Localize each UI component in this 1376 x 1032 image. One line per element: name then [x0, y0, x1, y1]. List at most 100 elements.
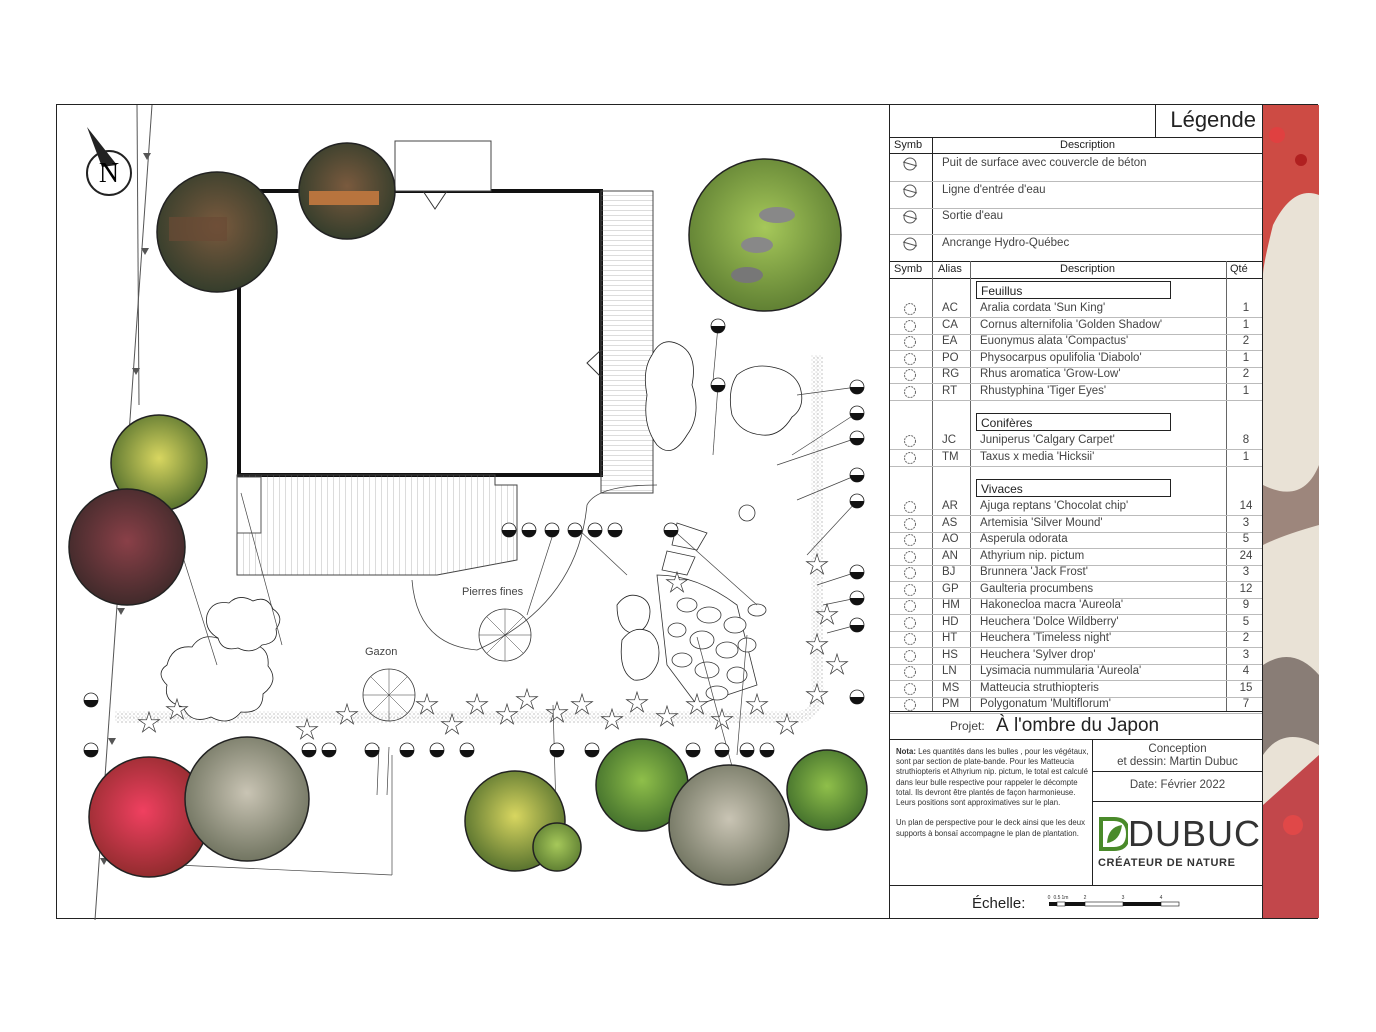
plant-alias: HD — [942, 615, 959, 628]
quantity-bubble-fill — [850, 387, 864, 394]
scale-label: Échelle: — [972, 895, 1026, 912]
header-alias: Alias — [938, 263, 962, 275]
infra-label: Sortie d'eau — [942, 210, 1004, 222]
quantity-bubble-fill — [302, 750, 316, 757]
category-vivaces: Vivaces — [976, 479, 1171, 497]
perennial-star-icon — [495, 702, 519, 725]
quantity-bubble-fill — [850, 697, 864, 704]
quantity-bubble-fill — [850, 475, 864, 482]
plant-name: Polygonatum 'Multiflorum' — [980, 698, 1111, 710]
plan-sheet: N — [56, 104, 1319, 920]
plant-name: Ajuga reptans 'Chocolat chip' — [980, 500, 1129, 512]
quantity-bubble-fill — [850, 598, 864, 605]
plant-alias: JC — [942, 434, 957, 446]
plant-symbol-icon — [902, 302, 918, 319]
category-feuillus: Feuillus — [976, 281, 1171, 299]
scale-tick: 4 — [1160, 895, 1163, 901]
plant-qty: 1 — [1242, 450, 1250, 463]
shrubs — [160, 341, 803, 722]
photo-grass — [532, 822, 582, 872]
plant-alias: AO — [942, 533, 959, 545]
plant-alias: AN — [942, 549, 958, 562]
plant-name: Hakonecloa macra 'Aureola' — [980, 599, 1124, 611]
manhole-icon — [900, 157, 920, 171]
project-label: Projet: — [950, 719, 985, 733]
project-date: Date: Février 2022 — [1129, 779, 1226, 791]
perennial-star-icon — [295, 717, 319, 740]
quantity-bubble-fill — [850, 572, 864, 579]
perennial-star-icon — [625, 690, 649, 713]
plant-qty: 3 — [1242, 648, 1250, 661]
plant-name: Asperula odorata — [980, 533, 1068, 545]
plant-qty: 14 — [1239, 500, 1253, 512]
plant-alias: LN — [942, 665, 957, 677]
plant-name: Juniperus 'Calgary Carpet' — [980, 434, 1115, 446]
anchor-icon — [900, 237, 920, 251]
quantity-bubble-fill — [550, 750, 564, 757]
east-stairs — [600, 190, 654, 494]
photo-flagstone — [668, 764, 790, 886]
plant-symbol-icon — [902, 517, 918, 534]
plant-qty: 2 — [1242, 335, 1250, 347]
infra-label: Ancrange Hydro-Québec — [942, 237, 1070, 249]
perennial-star-icon — [805, 632, 829, 655]
plant-symbol-icon — [902, 368, 918, 385]
plant-name: Euonymus alata 'Compactus' — [980, 335, 1129, 347]
plant-name: Athyrium nip. pictum — [980, 549, 1085, 562]
quantity-bubble-fill — [430, 750, 444, 757]
plant-name: Rhustyphina 'Tiger Eyes' — [980, 384, 1107, 397]
plant-qty: 3 — [1242, 516, 1250, 529]
plant-qty: 5 — [1242, 533, 1250, 545]
plant-alias: PO — [942, 351, 959, 364]
plant-qty: 7 — [1242, 698, 1250, 710]
plant-name: Matteucia struthiopteris — [980, 681, 1099, 694]
water-line-icon — [900, 184, 920, 198]
perennial-star-icon — [545, 700, 569, 723]
scale-tick: 3 — [1122, 895, 1125, 901]
plant-symbol-icon — [902, 352, 918, 369]
water-outlet-icon — [900, 210, 920, 224]
perennial-star-icon — [710, 707, 734, 730]
plant-name: Brunnera 'Jack Frost' — [980, 566, 1088, 578]
brand-tagline: CRÉATEUR DE NATURE — [1098, 857, 1236, 869]
plant-symbol-icon — [902, 649, 918, 666]
header-plant-description: Description — [1060, 263, 1116, 275]
plant-qty: 9 — [1242, 599, 1250, 611]
quantity-bubble-fill — [608, 530, 622, 537]
plant-symbol-icon — [902, 319, 918, 336]
stone-path — [656, 574, 767, 706]
brand-name: DUBUC — [1128, 813, 1262, 854]
plant-alias: AC — [942, 302, 958, 314]
plant-alias: AS — [942, 516, 958, 529]
plant-alias: MS — [942, 681, 960, 694]
plant-symbol-icon — [902, 632, 918, 649]
perennial-star-icon — [465, 692, 489, 715]
perennial-star-icon — [165, 697, 189, 720]
plant-name: Heuchera 'Sylver drop' — [980, 648, 1096, 661]
infra-label: Puit de surface avec couvercle de béton — [942, 157, 1147, 169]
photo-dry-creek — [184, 736, 310, 862]
perennial-star-icon — [600, 707, 624, 730]
plant-symbol-icon — [902, 451, 918, 468]
tree-symbols — [362, 608, 532, 722]
plant-name: Cornus alternifolia 'Golden Shadow' — [980, 318, 1163, 331]
quantity-bubble-fill — [760, 750, 774, 757]
plant-symbol-icon — [902, 583, 918, 600]
plant-symbol-icon — [902, 550, 918, 567]
perennial-star-icon — [335, 702, 359, 725]
scale-tick: 0.5 — [1054, 895, 1061, 901]
quantity-bubble-fill — [322, 750, 336, 757]
plant-symbol-icon — [902, 698, 918, 715]
header-description: Description — [1060, 139, 1116, 151]
plant-alias: TM — [942, 450, 959, 463]
lawn-edge — [411, 484, 658, 651]
label-gazon: Gazon — [365, 646, 397, 658]
quantity-bubble-fill — [84, 750, 98, 757]
header-plant-symb: Symb — [894, 263, 923, 275]
perennial-star-icon — [415, 692, 439, 715]
quantity-bubble-fill — [502, 530, 516, 537]
note-text: Nota: Les quantités dans les bulles , po… — [896, 747, 1092, 839]
plant-qty: 5 — [1242, 615, 1250, 628]
perennial-stars — [137, 552, 849, 740]
quantity-bubble-fill — [460, 750, 474, 757]
